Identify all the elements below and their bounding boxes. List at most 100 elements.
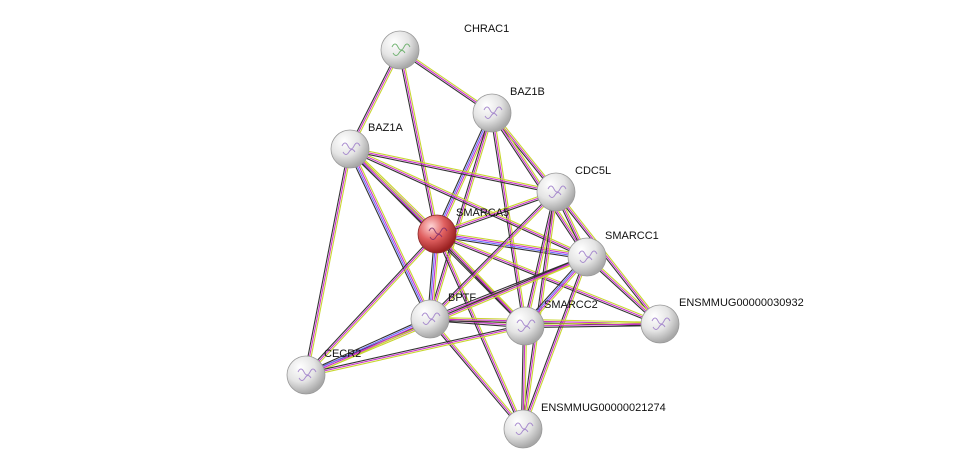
protein-structure-icon bbox=[297, 368, 317, 381]
edge-line-yellow bbox=[523, 257, 590, 430]
edge-line-blue bbox=[436, 234, 587, 259]
node-cecr2[interactable]: CECR2 bbox=[286, 348, 361, 395]
edge-line-yellow bbox=[306, 327, 526, 378]
node-label: BAZ1B bbox=[510, 86, 545, 98]
edge-line-magenta bbox=[306, 319, 431, 377]
node-ensmmug00000030932[interactable]: ENSMMUG00000030932 bbox=[640, 297, 804, 344]
edge-line-black bbox=[554, 192, 660, 326]
edge-line-black bbox=[428, 319, 523, 431]
edge-line-yellow bbox=[437, 232, 527, 326]
node-label: BAZ1A bbox=[368, 122, 404, 134]
edge-line-magenta bbox=[305, 325, 526, 376]
edge-line-black bbox=[436, 235, 587, 260]
edge-line-blue bbox=[305, 317, 430, 375]
edge-bptf-ensmmug00000021274 bbox=[428, 317, 525, 431]
node-label: CHRAC1 bbox=[464, 23, 509, 35]
edge-smarcc2-ensmmug00000030932 bbox=[524, 321, 661, 329]
protein-structure-icon bbox=[391, 43, 411, 56]
edge-line-yellow bbox=[493, 112, 528, 326]
edge-smarca5-ensmmug00000021274 bbox=[435, 233, 525, 430]
edge-line-magenta bbox=[555, 191, 661, 325]
edge-line-black bbox=[522, 191, 555, 326]
edge-line-magenta bbox=[437, 113, 494, 235]
edge-cdc5l-bptf bbox=[428, 190, 558, 321]
edge-line-yellow bbox=[437, 232, 661, 324]
edge-line-yellow bbox=[556, 190, 662, 324]
node-smarcc2[interactable]: SMARCC2 bbox=[505, 299, 598, 346]
edge-line-magenta bbox=[350, 148, 432, 319]
node-chrac1[interactable]: CHRAC1 bbox=[380, 23, 509, 70]
node-cdc5l[interactable]: CDC5L bbox=[536, 165, 611, 212]
edge-baz1b-bptf bbox=[427, 112, 495, 320]
edge-smarca5-cdc5l bbox=[436, 189, 557, 237]
edge-line-black bbox=[436, 234, 660, 326]
edge-line-black bbox=[349, 150, 556, 195]
edge-line-magenta bbox=[305, 148, 351, 376]
protein-structure-icon bbox=[651, 317, 671, 330]
edge-baz1a-cecr2 bbox=[303, 148, 353, 376]
edge-line-yellow bbox=[524, 192, 559, 430]
node-label: ENSMMUG00000021274 bbox=[541, 402, 666, 414]
edge-line-black bbox=[305, 323, 525, 374]
edge-line-yellow bbox=[401, 49, 440, 234]
edge-line-black bbox=[435, 234, 523, 430]
edge-line-magenta bbox=[436, 233, 661, 325]
protein-structure-icon bbox=[341, 142, 361, 155]
node-bptf[interactable]: BPTF bbox=[410, 292, 476, 339]
edge-line-black bbox=[520, 256, 587, 429]
protein-structure-icon bbox=[516, 319, 536, 332]
edge-chrac1-smarca5 bbox=[397, 49, 440, 235]
edge-line-yellow bbox=[431, 113, 495, 320]
edge-smarca5-smarcc2 bbox=[435, 232, 527, 328]
edge-bptf-cecr2 bbox=[304, 316, 432, 378]
protein-structure-icon bbox=[428, 227, 448, 240]
edge-line-black bbox=[427, 112, 491, 319]
edge-line-yellow bbox=[524, 321, 660, 325]
node-smarcc1[interactable]: SMARCC1 bbox=[567, 230, 659, 277]
edge-line-black bbox=[397, 50, 436, 235]
edge-line-yellow bbox=[430, 192, 558, 321]
edge-line-magenta bbox=[305, 233, 438, 376]
edge-line-yellow bbox=[430, 316, 661, 323]
node-baz1a[interactable]: BAZ1A bbox=[330, 122, 404, 169]
protein-structure-icon bbox=[514, 422, 534, 435]
edge-line-magenta bbox=[522, 256, 588, 430]
edge-line-black bbox=[525, 325, 661, 329]
node-label: CECR2 bbox=[324, 348, 361, 360]
edge-line-yellow bbox=[350, 146, 557, 191]
node-label: CDC5L bbox=[575, 165, 611, 177]
edge-line-yellow bbox=[351, 146, 440, 233]
node-baz1b[interactable]: BAZ1B bbox=[472, 86, 545, 133]
edge-line-black bbox=[435, 234, 525, 328]
edge-smarca5-ensmmug00000030932 bbox=[436, 232, 661, 326]
edge-line-magenta bbox=[429, 112, 493, 320]
node-smarca5[interactable]: SMARCA5 bbox=[417, 207, 509, 254]
node-label: SMARCA5 bbox=[456, 207, 509, 219]
edge-line-magenta bbox=[436, 233, 526, 327]
edge-line-magenta bbox=[524, 323, 661, 327]
edge-line-blue bbox=[348, 149, 430, 320]
node-label: SMARCC2 bbox=[544, 299, 598, 311]
edge-line-magenta bbox=[436, 191, 557, 235]
edge-line-black bbox=[489, 113, 524, 327]
edge-line-black bbox=[429, 255, 587, 319]
node-ensmmug00000021274[interactable]: ENSMMUG00000021274 bbox=[503, 402, 666, 449]
edge-line-magenta bbox=[429, 318, 524, 430]
edge-baz1a-bptf bbox=[347, 147, 433, 321]
edge-line-magenta bbox=[437, 232, 588, 257]
edge-line-magenta bbox=[399, 49, 438, 235]
edge-line-magenta bbox=[436, 233, 524, 430]
edge-smarca5-smarcc1 bbox=[436, 231, 588, 260]
node-label: ENSMMUG00000030932 bbox=[679, 297, 804, 309]
edge-line-magenta bbox=[349, 148, 557, 193]
edge-baz1a-cdc5l bbox=[349, 146, 557, 195]
edge-line-black bbox=[303, 148, 349, 375]
edge-line-yellow bbox=[437, 233, 525, 429]
edge-line-black bbox=[428, 190, 556, 319]
edge-cdc5l-ensmmug00000030932 bbox=[554, 190, 662, 326]
edge-line-yellow bbox=[306, 234, 439, 377]
edge-smarcc1-ensmmug00000021274 bbox=[520, 256, 590, 430]
edge-line-magenta bbox=[429, 191, 557, 320]
